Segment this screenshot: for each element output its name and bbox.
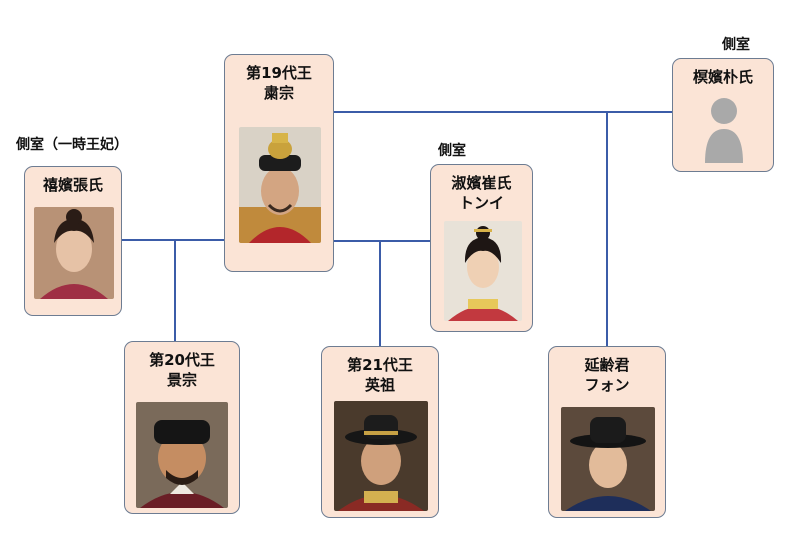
card-sukjong-name: 粛宗 (263, 84, 294, 102)
card-yeongjo-name: 英祖 (364, 376, 395, 394)
card-sukbin-nickname: トンイ (458, 194, 504, 212)
card-yeonnyeong-name: フォン (584, 376, 630, 394)
card-yeonnyeong-title: 延齢君 (584, 356, 630, 374)
card-hibin-name: 禧嬪張氏 (42, 176, 103, 194)
woman-portrait (444, 221, 522, 321)
card-sukjong: 第19代王 粛宗 (224, 54, 334, 272)
card-sukbin-name: 淑嬪崔氏 (451, 174, 512, 192)
note-myeongbin: 側室 (722, 37, 750, 53)
card-yeongjo: 第21代王 英祖 (321, 346, 439, 518)
card-gyeongjong: 第20代王 景宗 (124, 341, 240, 514)
card-gyeongjong-title: 第20代王 (149, 351, 215, 369)
card-myeongbin-name: 榠嬪朴氏 (692, 68, 753, 86)
king-portrait (239, 127, 321, 243)
card-sukbin: 淑嬪崔氏 トンイ (430, 164, 533, 332)
card-myeongbin: 榠嬪朴氏 (672, 58, 774, 172)
man-portrait (561, 407, 655, 511)
card-yeonnyeong: 延齢君 フォン (548, 346, 666, 518)
note-hibin: 側室（一時王妃） (16, 137, 128, 153)
man-portrait (334, 401, 428, 511)
silhouette-portrait (703, 95, 745, 167)
card-yeongjo-title: 第21代王 (347, 356, 413, 374)
card-sukjong-title: 第19代王 (246, 64, 312, 82)
card-gyeongjong-name: 景宗 (166, 371, 197, 389)
man-portrait (136, 402, 228, 508)
woman-portrait (34, 207, 114, 299)
card-hibin: 禧嬪張氏 (24, 166, 122, 316)
note-sukbin: 側室 (438, 143, 466, 159)
